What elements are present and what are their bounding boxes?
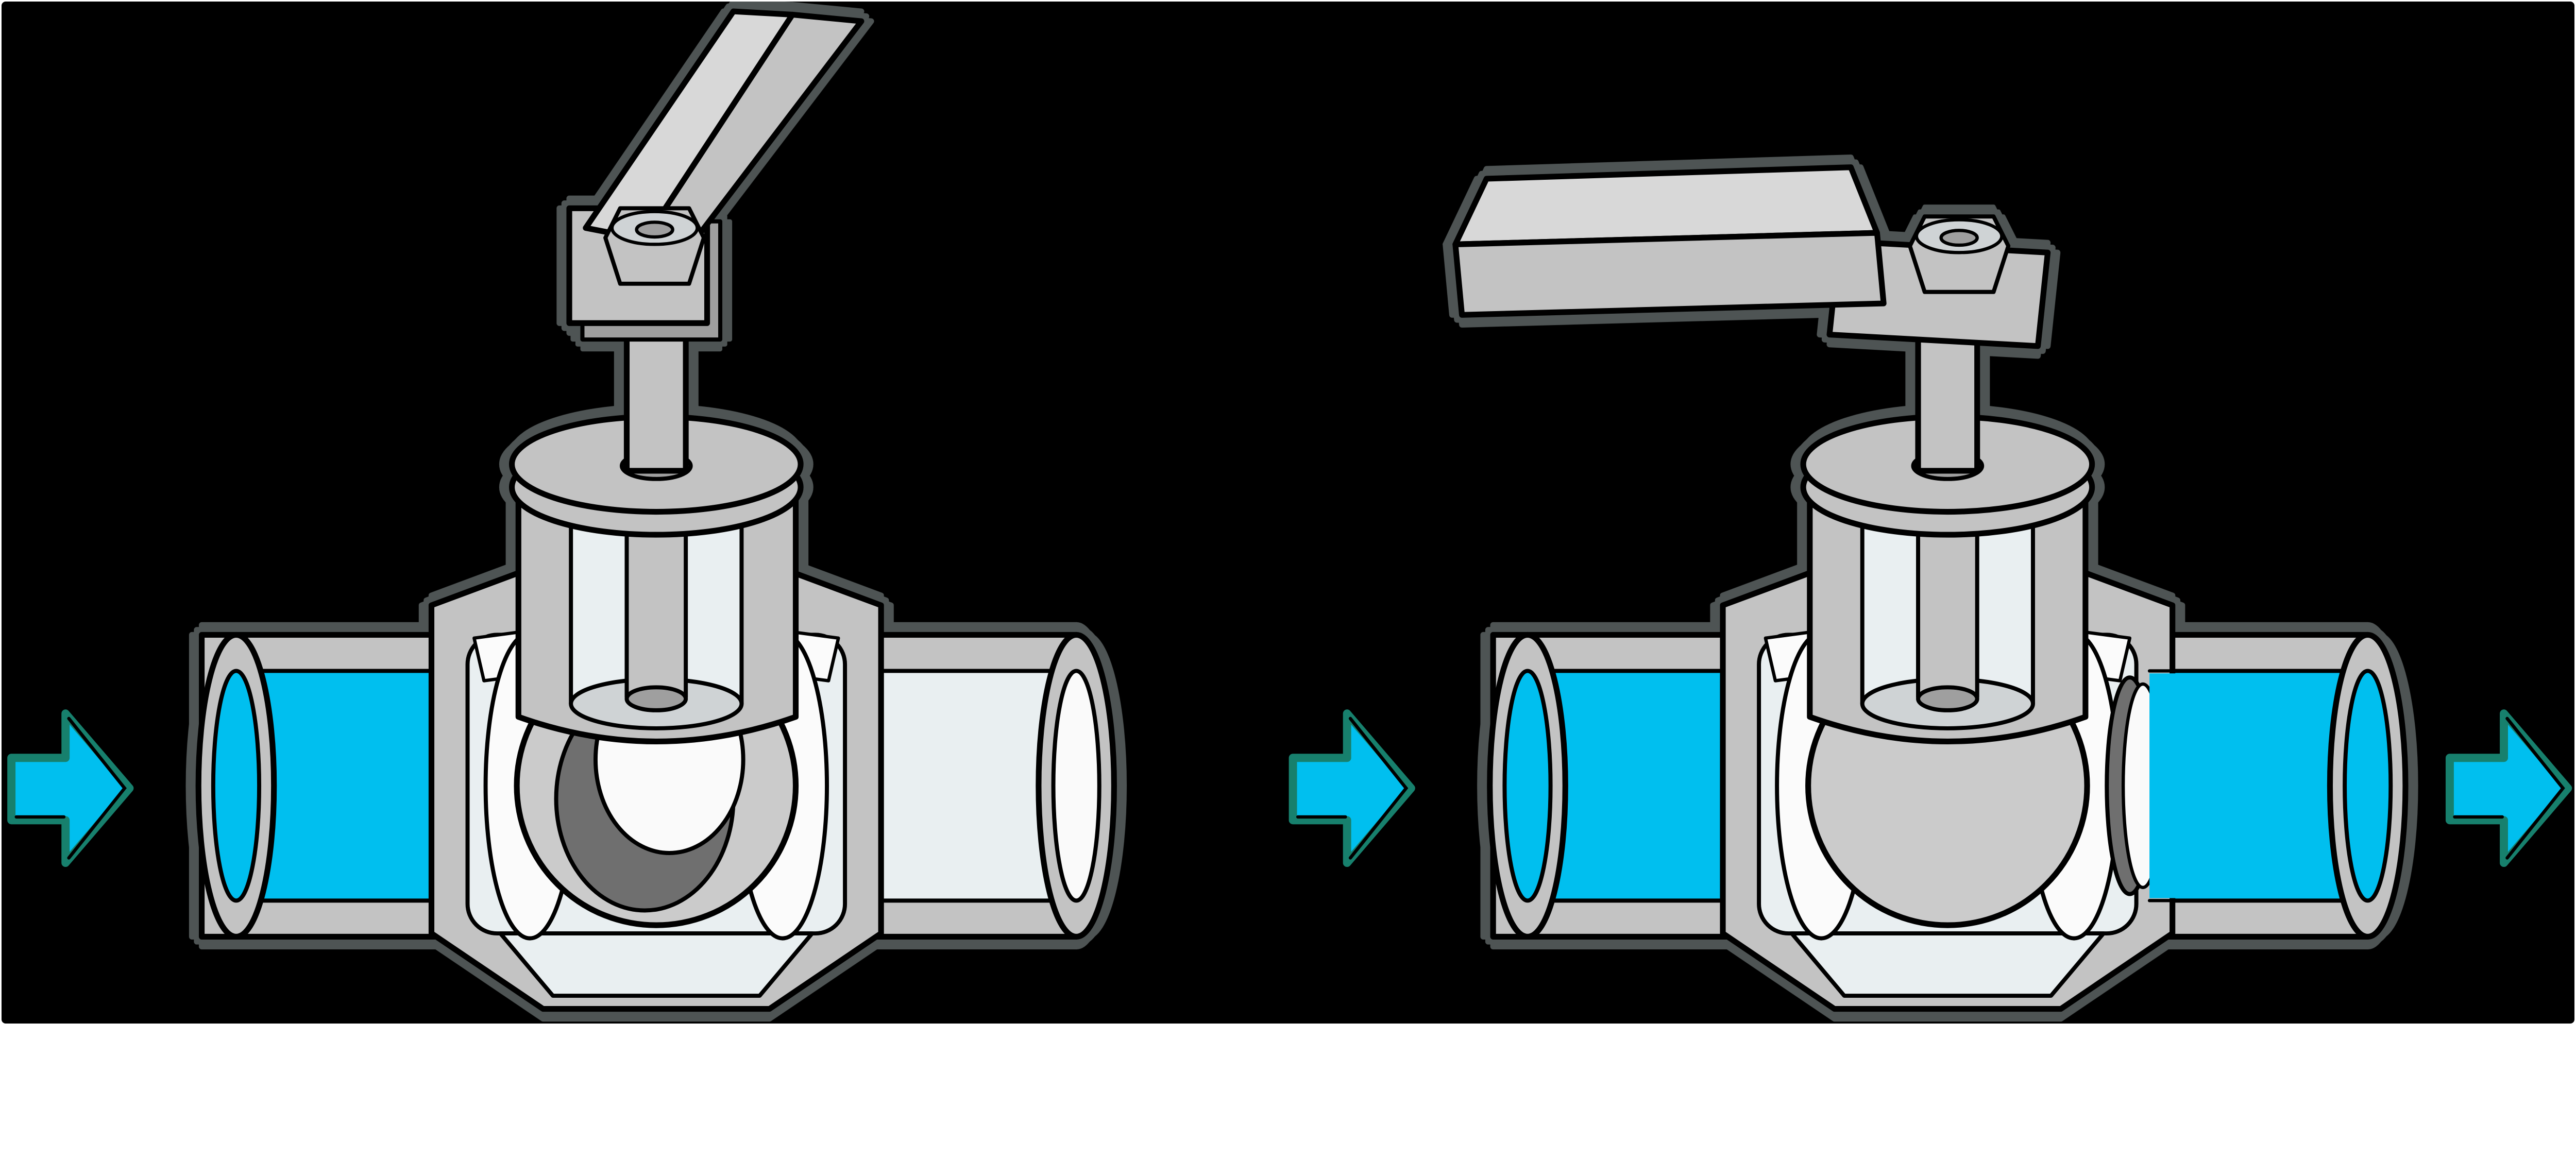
stem-foot — [624, 685, 688, 712]
body-cavity-floor — [1789, 931, 2106, 998]
valve-handle — [1452, 164, 2051, 349]
valve-open: Ball valve open: handle parallel to pipe… — [1452, 164, 2409, 1012]
diagram-canvas: Cutaway comparison of a quarter-turn bal… — [2, 2, 2574, 1024]
inlet-pipe-bore-water — [211, 669, 262, 903]
ball-valve-diagram: Cutaway comparison of a quarter-turn bal… — [7, 8, 2572, 1012]
bore-passage-open — [2105, 669, 2186, 902]
bonnet — [509, 414, 804, 744]
outlet-pipe-bore-water — [2343, 669, 2393, 903]
page-frame: Cutaway comparison of a quarter-turn bal… — [2, 2, 2574, 1024]
flow-arrow-outlet-right-icon: Flow exiting open valve — [2445, 709, 2572, 867]
bonnet — [1800, 414, 2095, 744]
hex-nut-icon — [603, 206, 706, 286]
flow-arrow-inlet-right-icon: Flow entering open valve — [1289, 709, 1415, 867]
body-cavity-floor — [498, 931, 815, 998]
flow-arrow-inlet-left-icon: Flow entering closed valve — [7, 709, 134, 867]
handle-bar-front-face — [1452, 230, 1887, 318]
outlet-pipe-bore-empty — [1051, 669, 1101, 903]
stem-foot — [1916, 685, 1979, 712]
valve-stem — [623, 317, 689, 474]
valve-handle — [566, 8, 865, 342]
inlet-pipe-bore-water — [1502, 669, 1553, 903]
hex-nut-icon — [1908, 214, 2011, 294]
valve-closed: Ball valve closed: handle raised, ball b… — [195, 8, 1117, 1012]
bore-passage-water — [2149, 673, 2184, 898]
